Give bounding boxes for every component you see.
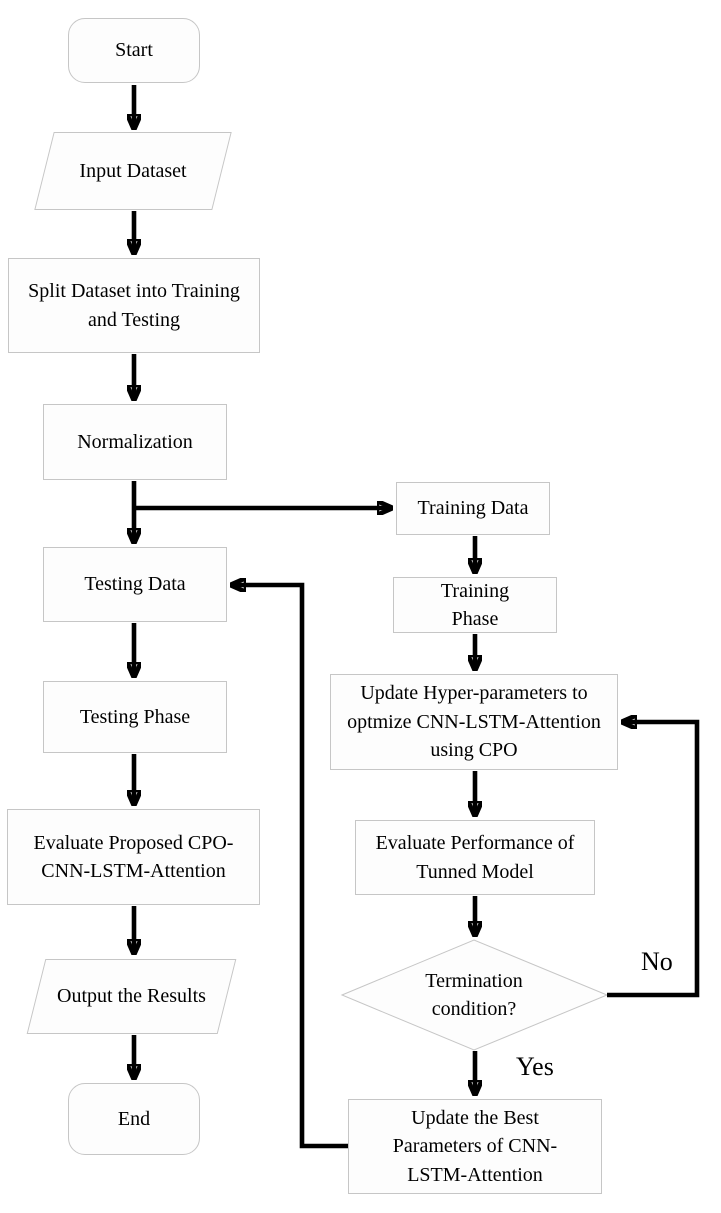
node-input-dataset-label: Input Dataset <box>79 159 187 182</box>
node-end: End <box>68 1083 200 1155</box>
edge-update-best-testing-data <box>231 585 349 1149</box>
node-evaluate-performance-label: Evaluate Performance of Tunned Model <box>375 832 575 883</box>
node-evaluate-proposed-label: Evaluate Proposed CPO-CNN-LSTM-Attention <box>33 831 234 882</box>
node-update-hyperparameters-label: Update Hyper-parameters to optmize CNN-L… <box>347 682 601 762</box>
node-start-label: Start <box>115 39 153 62</box>
node-training-data: Training Data <box>396 482 550 535</box>
node-evaluate-proposed: Evaluate Proposed CPO-CNN-LSTM-Attention <box>7 809 260 905</box>
node-update-hyperparameters: Update Hyper-parameters to optmize CNN-L… <box>330 674 618 770</box>
node-update-best-parameters: Update the Best Parameters of CNN-LSTM-A… <box>348 1099 602 1194</box>
node-termination-condition: Termination condition? <box>374 940 574 1050</box>
node-start: Start <box>68 18 200 83</box>
node-testing-data-label: Testing Data <box>84 573 186 596</box>
node-split-dataset: Split Dataset into Training and Testing <box>8 258 260 353</box>
node-termination-condition-label: Termination condition? <box>425 969 523 1020</box>
node-testing-phase-label: Testing Phase <box>79 705 191 728</box>
node-evaluate-performance: Evaluate Performance of Tunned Model <box>355 820 595 895</box>
node-training-phase: Training Phase <box>393 577 557 633</box>
node-split-dataset-label: Split Dataset into Training and Testing <box>28 280 240 331</box>
node-output-results: Output the Results <box>25 959 238 1034</box>
node-testing-phase: Testing Phase <box>43 681 227 753</box>
node-testing-data: Testing Data <box>43 547 227 622</box>
node-training-data-label: Training Data <box>417 497 529 520</box>
node-update-best-parameters-label: Update the Best Parameters of CNN-LSTM-A… <box>392 1106 558 1186</box>
edge-termination-no-loop <box>607 722 700 998</box>
node-training-phase-label: Training Phase <box>440 579 510 630</box>
node-normalization-label: Normalization <box>77 430 193 453</box>
edge-label-yes: Yes <box>516 1052 554 1081</box>
edge-label-no: No <box>641 947 673 976</box>
node-output-results-label: Output the Results <box>57 985 206 1007</box>
node-input-dataset: Input Dataset <box>33 132 233 210</box>
node-end-label: End <box>117 1107 151 1130</box>
node-normalization: Normalization <box>43 404 227 480</box>
